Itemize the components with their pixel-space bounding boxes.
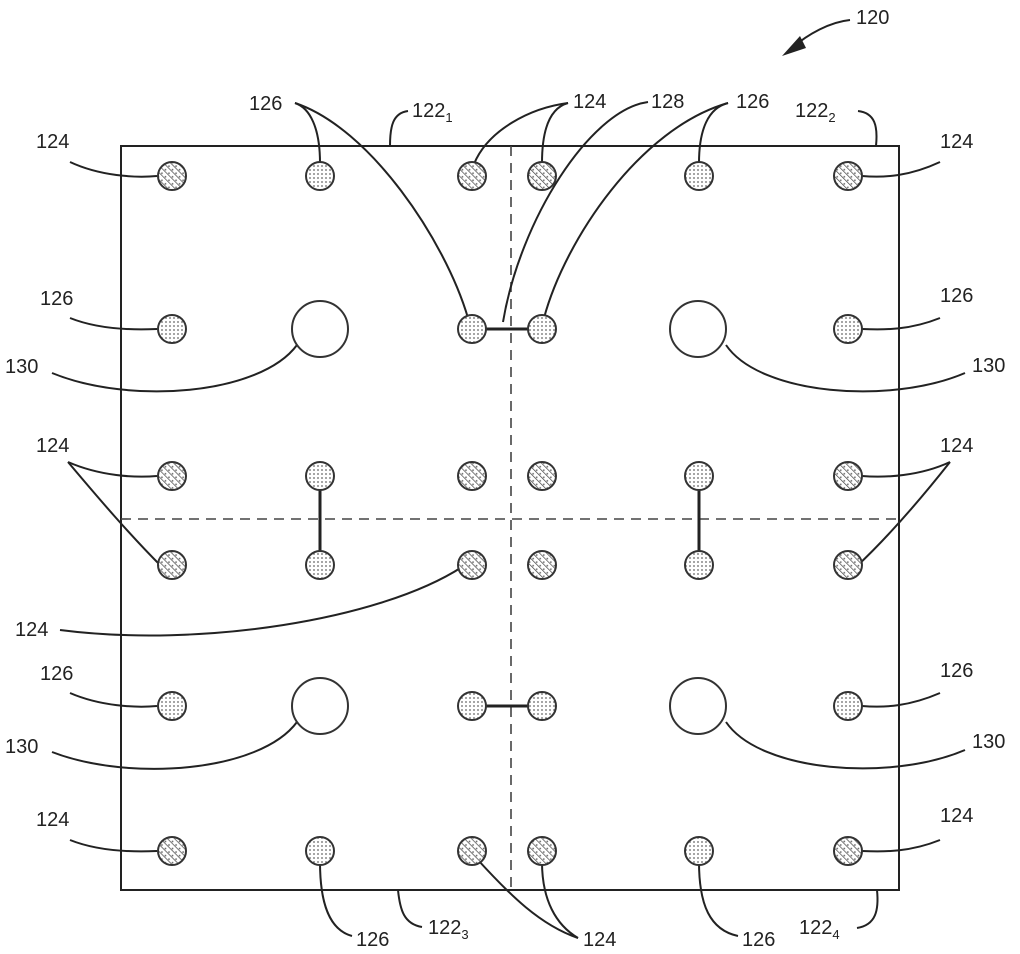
label-r1-124-left: 124	[36, 131, 69, 153]
signal-pad-126	[158, 315, 186, 343]
signal-pad-126	[528, 315, 556, 343]
label-r5-130-right: 130	[972, 731, 1005, 753]
ground-pad-124	[528, 551, 556, 579]
via-130	[292, 678, 348, 734]
leader-r5-130-right	[726, 722, 965, 768]
ground-pad-124	[158, 162, 186, 190]
label-r2-130-left: 130	[5, 356, 38, 378]
label-top-124-mid: 124	[573, 91, 606, 113]
label-122-3: 1223	[428, 917, 469, 942]
leader-bot-124-b	[542, 862, 578, 938]
label-r5-130-left: 130	[5, 736, 38, 758]
leader-top-126-d	[544, 103, 728, 318]
ground-pad-124	[834, 462, 862, 490]
via-130	[292, 301, 348, 357]
signal-pad-126	[458, 692, 486, 720]
signal-pad-126	[834, 692, 862, 720]
leader-r5-126-left	[70, 693, 157, 707]
signal-pad-126	[306, 551, 334, 579]
signal-pad-126	[158, 692, 186, 720]
leader-r5-126-right	[862, 693, 940, 707]
signal-pad-126	[685, 551, 713, 579]
ground-pad-124	[458, 551, 486, 579]
leader-bot-126-a	[320, 862, 352, 936]
leader-r3-124-right-b	[856, 462, 950, 567]
signal-pad-126	[306, 162, 334, 190]
label-r5-126-right: 126	[940, 660, 973, 682]
label-122-1: 1221	[412, 100, 453, 125]
ground-pad-124	[158, 462, 186, 490]
label-120: 120	[856, 7, 889, 29]
ground-pad-124	[458, 462, 486, 490]
leader-r1-124-right	[862, 162, 940, 177]
label-r2-130-right: 130	[972, 355, 1005, 377]
via-130	[670, 678, 726, 734]
label-top-128: 128	[651, 91, 684, 113]
ground-pad-124	[834, 551, 862, 579]
label-r5-126-left: 126	[40, 663, 73, 685]
leader-r3-124-right-a	[862, 462, 950, 477]
label-mid-124-left: 124	[15, 619, 48, 641]
leader-bot-126-b	[699, 862, 738, 936]
label-top-126-right: 126	[736, 91, 769, 113]
leader-r2-126-right	[862, 318, 940, 329]
label-r3-124-left: 124	[36, 435, 69, 457]
label-top-126-left: 126	[249, 93, 282, 115]
leader-122-2	[858, 111, 877, 146]
label-122-2: 1222	[795, 100, 836, 125]
signal-pad-126	[834, 315, 862, 343]
leader-top-124-b	[542, 103, 568, 163]
label-r3-124-right: 124	[940, 435, 973, 457]
ground-pad-124	[458, 162, 486, 190]
substrate-outline	[121, 146, 899, 890]
leader-top-128	[503, 102, 648, 322]
label-r1-124-right: 124	[940, 131, 973, 153]
ground-pad-124	[834, 837, 862, 865]
leader-122-1	[390, 111, 408, 146]
label-r6-124-left: 124	[36, 809, 69, 831]
leader-top-126-b	[295, 103, 468, 318]
label-bot-126-right: 126	[742, 929, 775, 951]
label-122-4: 1224	[799, 917, 840, 942]
label-bot-124-mid: 124	[583, 929, 616, 951]
signal-pad-126	[528, 692, 556, 720]
leader-r5-130-left	[52, 722, 297, 769]
leader-r6-124-left	[70, 840, 157, 851]
via-130	[670, 301, 726, 357]
leader-r1-124-left	[70, 162, 157, 177]
label-r2-126-left: 126	[40, 288, 73, 310]
ground-pad-124	[528, 837, 556, 865]
signal-pad-126	[685, 462, 713, 490]
signal-pad-126	[306, 462, 334, 490]
signal-pad-126	[458, 315, 486, 343]
signal-pad-126	[306, 837, 334, 865]
signal-pad-126	[685, 837, 713, 865]
ground-pad-124	[158, 551, 186, 579]
label-r2-126-right: 126	[940, 285, 973, 307]
ground-pad-124	[834, 162, 862, 190]
ground-pad-124	[458, 837, 486, 865]
leader-r2-130-right	[726, 345, 965, 391]
leader-122-3	[398, 890, 422, 927]
signal-pad-126	[685, 162, 713, 190]
leader-r3-124-left-b	[68, 462, 162, 567]
ground-pad-124	[528, 162, 556, 190]
label-bot-126-left: 126	[356, 929, 389, 951]
label-r6-124-right: 124	[940, 805, 973, 827]
leader-r3-124-left-a	[68, 462, 157, 477]
leader-122-4	[857, 890, 878, 928]
leader-r6-124-right	[862, 840, 940, 851]
ground-pad-124	[528, 462, 556, 490]
leader-r2-126-left	[70, 318, 157, 329]
ground-pad-124	[158, 837, 186, 865]
leader-r2-130-left	[52, 345, 297, 391]
